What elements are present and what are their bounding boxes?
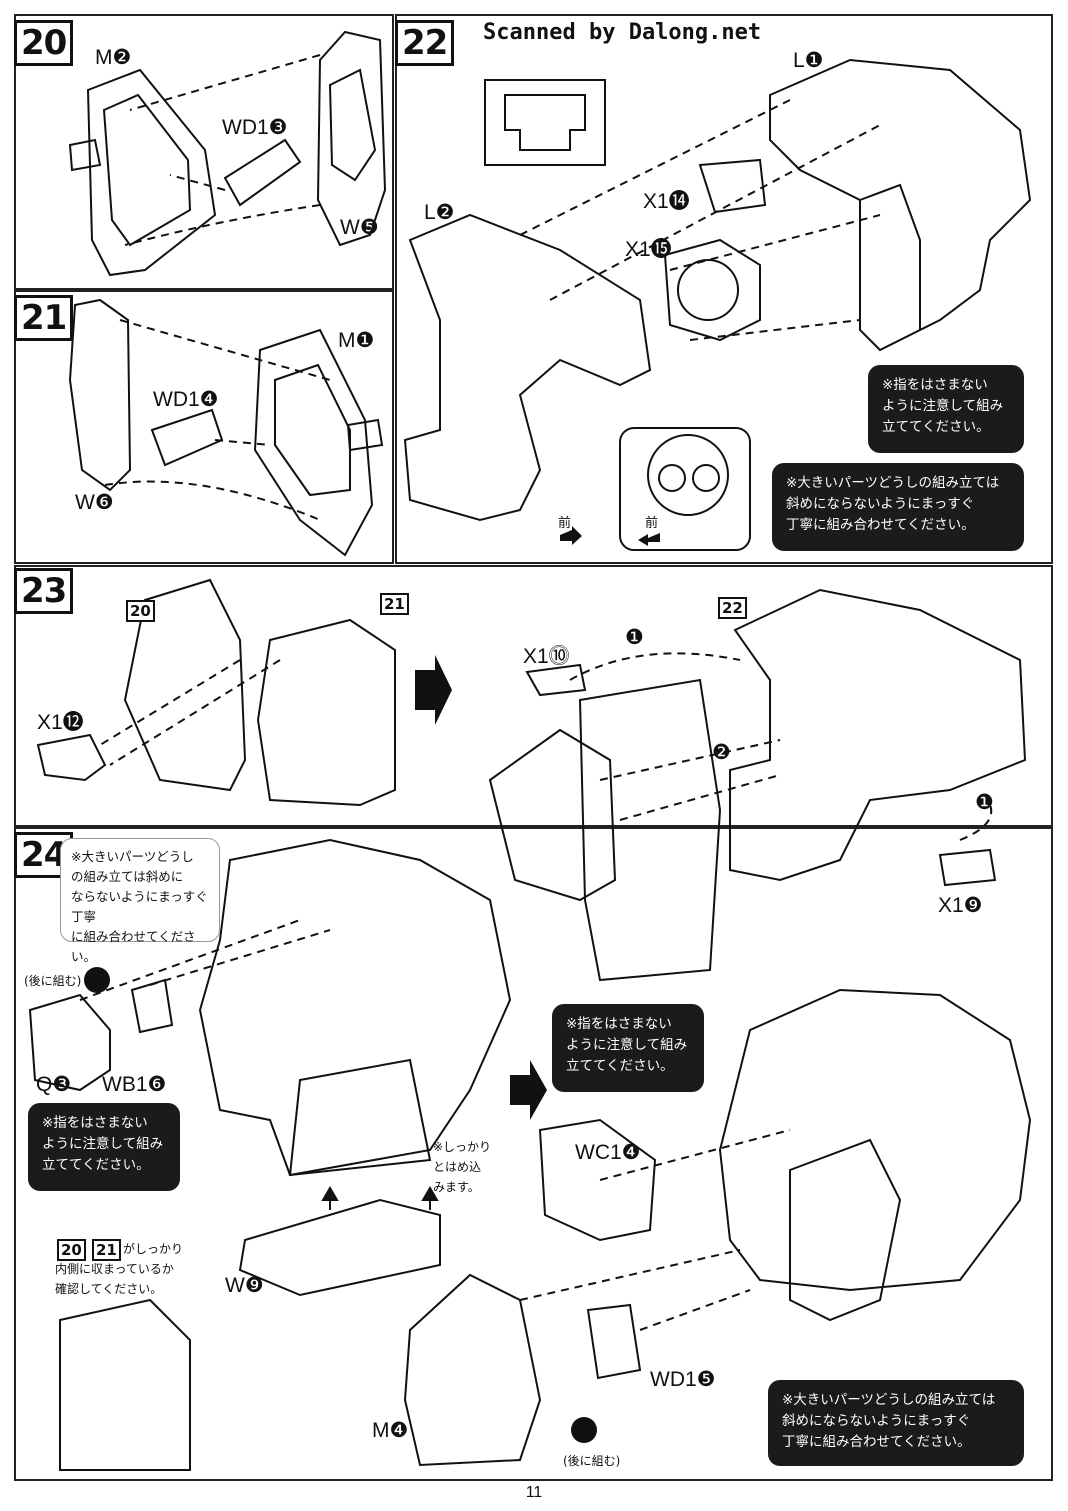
step-21-panel — [14, 290, 394, 564]
front-direction-label-1: 前 — [558, 516, 572, 531]
check-ref-step-20: 20 — [57, 1239, 86, 1261]
part-label-wd1-5: WD1❺ — [650, 1368, 716, 1391]
part-label-w6: W❻ — [75, 491, 114, 514]
part-label-l2: L❷ — [424, 201, 455, 224]
part-label-x1-10: X1⓾ — [523, 645, 570, 668]
part-label-x1-15: X1⓯ — [625, 238, 672, 261]
later-assembly-icon-2 — [571, 1417, 597, 1443]
part-label-m4: M❹ — [372, 1419, 409, 1442]
step-22-drawing — [403, 58, 1032, 551]
step-20-drawing — [68, 30, 387, 277]
part-label-wd1-3: WD1❸ — [222, 116, 288, 139]
check-ref-step-21: 21 — [92, 1239, 121, 1261]
step-24-left-drawing — [28, 838, 512, 1471]
order-marker-1b: ❶ — [975, 791, 994, 814]
part-label-wd1-4: WD1❹ — [153, 388, 219, 411]
step-number-20: 20 — [14, 20, 74, 66]
page-number: 11 — [525, 1484, 543, 1501]
caution-note-fingers-24b: ※指をはさまない ように注意して組み 立ててください。 — [552, 1004, 704, 1092]
part-label-x1-14: X1⓮ — [643, 190, 690, 213]
caution-note-large-parts-24b: ※大きいパーツどうしの組み立ては 斜めにならないようにまっすぐ 丁寧に組み合わせ… — [768, 1380, 1024, 1466]
step-24-right-drawing — [403, 988, 1032, 1467]
step-number-22: 22 — [395, 20, 455, 66]
later-assembly-label-1: (後に組む) — [24, 974, 82, 988]
later-assembly-icon-1 — [84, 967, 110, 993]
step-number-21: 21 — [14, 295, 74, 341]
caution-note-fingers-22: ※指をはさまない ように注意して組み 立ててください。 — [868, 365, 1024, 453]
order-marker-2: ❷ — [712, 741, 731, 764]
caution-note-large-parts-24a: ※大きいパーツどうし の組み立ては斜めに ならないようにまっすぐ丁寧 に組み合わ… — [60, 838, 220, 964]
front-direction-label-2: 前 — [645, 516, 659, 531]
part-label-x1-9: X1❾ — [938, 894, 983, 917]
part-label-l1: L❶ — [793, 49, 824, 72]
step-number-23: 23 — [14, 568, 74, 614]
part-label-w9: W❾ — [225, 1274, 264, 1297]
part-label-x1-12: X1⓬ — [37, 711, 84, 734]
part-label-m2: M❷ — [95, 46, 132, 69]
order-marker-1a: ❶ — [625, 626, 644, 649]
part-label-q3: Q❸ — [36, 1073, 72, 1096]
step-20-panel — [14, 14, 394, 290]
ref-step-21: 21 — [380, 593, 409, 615]
press-firmly-note: ※しっかり とはめ込 みます。 — [433, 1140, 492, 1194]
step-23-drawing — [36, 578, 1027, 982]
part-label-m1: M❶ — [338, 329, 375, 352]
later-assembly-label-2: (後に組む) — [563, 1454, 621, 1468]
part-label-w5: W❺ — [340, 216, 379, 239]
caution-note-large-parts-22: ※大きいパーツどうしの組み立ては 斜めにならないようにまっすぐ 丁寧に組み合わせ… — [772, 463, 1024, 551]
part-label-wb1-6: WB1❻ — [102, 1073, 167, 1096]
check-instruction: がしっかり 内側に収まっているか 確認してください。 — [55, 1242, 184, 1296]
step-21-drawing — [68, 298, 384, 557]
ref-step-20: 20 — [126, 600, 155, 622]
part-label-wc1-4: WC1❹ — [575, 1141, 641, 1164]
caution-note-fingers-24a: ※指をはさまない ように注意して組み 立ててください。 — [28, 1103, 180, 1191]
ref-step-22: 22 — [718, 597, 747, 619]
scan-credit: Scanned by Dalong.net — [483, 20, 762, 45]
